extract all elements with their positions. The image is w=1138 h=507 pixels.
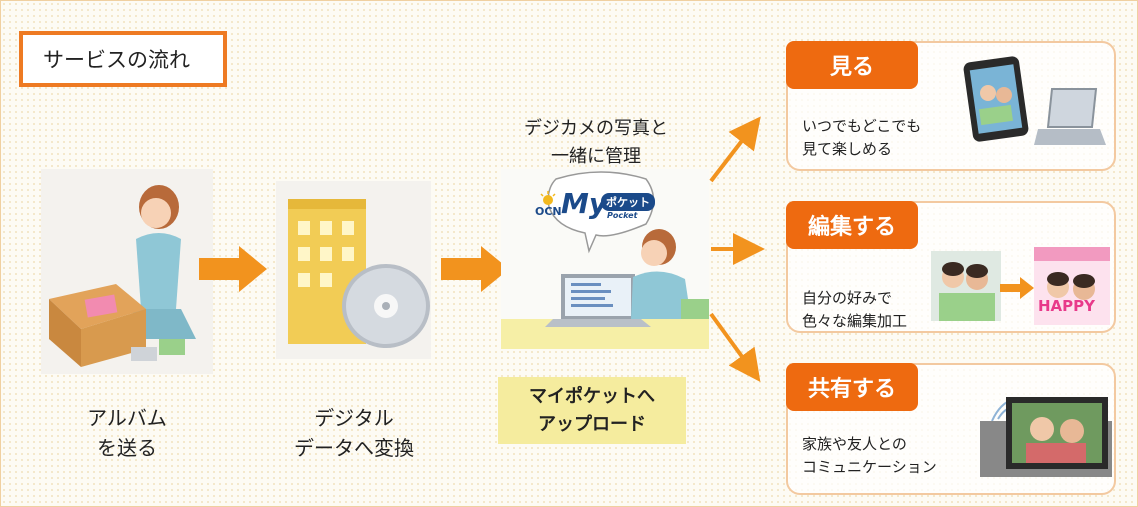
logo-pocket-kana: ポケット: [601, 193, 655, 211]
arrow-down-right-icon: [709, 312, 761, 382]
arrow-right-icon: [1000, 277, 1034, 299]
happy-label: HAPPY: [1038, 297, 1096, 315]
card-view-description: いつでもどこでも 見て楽しめる: [802, 117, 922, 158]
tablet-laptop-icon: [963, 56, 1106, 145]
badge-share: 共有する: [786, 363, 918, 411]
mypocket-user-illustration: OCN My ポケット Pocket: [501, 169, 709, 349]
card-edit: 編集する 自分の好みで 色々な編集加工 HAPPY: [786, 201, 1116, 333]
card-share-description: 家族や友人との コミュニケーション: [802, 435, 937, 476]
decorated-photo-icon: [1034, 247, 1110, 300]
step-label-album: アルバム を送る: [87, 406, 167, 460]
digital-conversion-illustration: [276, 181, 431, 359]
logo-pocket-en: Pocket: [607, 211, 638, 220]
upload-label: マイポケットへ アップロード: [498, 377, 686, 444]
ocn-mypocket-logo: OCN My ポケット Pocket: [535, 187, 655, 221]
album-sending-illustration: [41, 169, 213, 374]
ocn-sun-icon: [540, 191, 556, 205]
arrow-right-icon: [199, 246, 267, 292]
building-disc-icon: [288, 199, 430, 348]
badge-edit: 編集する: [786, 201, 918, 249]
branch-arrows: [709, 116, 765, 382]
photo-before-icon: [931, 251, 1001, 321]
photo-after-frame: HAPPY: [1034, 247, 1110, 325]
card-edit-description: 自分の好みで 色々な編集加工: [802, 289, 908, 330]
card-share: 共有する 家族や友人との コミュニケーション: [786, 363, 1116, 495]
logo-my: My: [561, 187, 608, 220]
step-label-digital: デジタル データへ変換: [294, 406, 414, 460]
manage-caption: デジカメの写真と 一緒に管理: [524, 118, 668, 167]
badge-view: 見る: [786, 41, 918, 89]
page-title: サービスの流れ: [19, 31, 227, 87]
arrow-right-icon: [441, 246, 509, 292]
arrow-up-right-icon: [709, 116, 761, 183]
woman-packing-icon: [49, 185, 196, 367]
card-view: 見る いつでもどこでも 見て楽しめる: [786, 41, 1116, 171]
logo-brand: OCN: [535, 205, 562, 218]
photo-frame-device-icon: [980, 397, 1112, 477]
